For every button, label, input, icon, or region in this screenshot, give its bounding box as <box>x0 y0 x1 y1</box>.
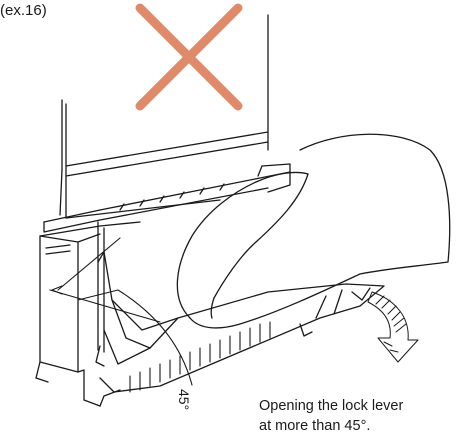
fpc-cable <box>59 14 269 219</box>
finger <box>176 133 451 329</box>
rotation-arrow-icon <box>367 291 419 363</box>
caption: Opening the lock lever at more than 45°. <box>259 396 403 436</box>
lock-lever <box>97 251 385 393</box>
contact-pins <box>129 321 271 393</box>
angle-indicator <box>49 237 193 386</box>
angle-label: 45° <box>176 389 192 411</box>
caption-line-1: Opening the lock lever <box>259 398 404 414</box>
cross-mark-icon <box>135 3 243 111</box>
connector-housing <box>35 163 291 407</box>
caption-line-2: at more than 45°. <box>259 418 371 434</box>
figure-label: (ex.16) <box>0 2 47 19</box>
